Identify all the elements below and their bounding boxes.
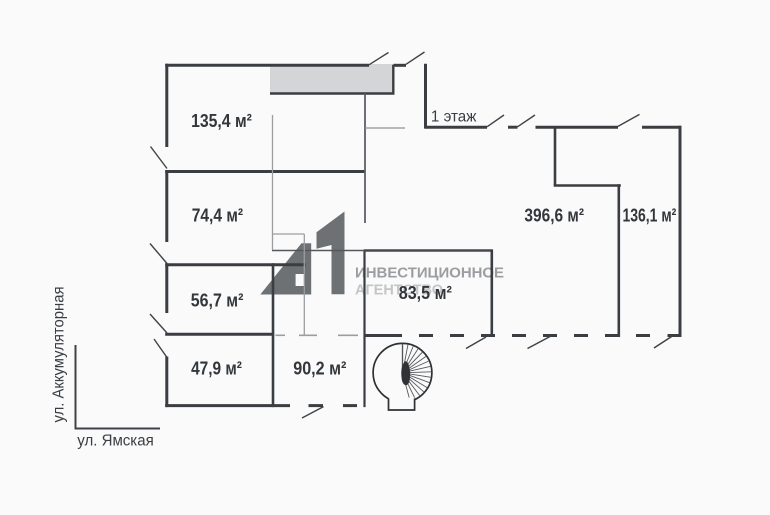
svg-text:136,1 м²: 136,1 м² xyxy=(623,206,677,226)
svg-text:1 этаж: 1 этаж xyxy=(431,108,477,125)
svg-text:ул. Ямская: ул. Ямская xyxy=(77,433,154,450)
svg-text:74,4 м²: 74,4 м² xyxy=(192,206,243,226)
svg-text:83,5 м²: 83,5 м² xyxy=(399,283,452,303)
svg-text:ИНВЕСТИЦИОННОЕ: ИНВЕСТИЦИОННОЕ xyxy=(355,265,504,282)
svg-text:90,2 м²: 90,2 м² xyxy=(293,359,346,379)
svg-text:47,9 м²: 47,9 м² xyxy=(191,358,242,378)
svg-text:ул. Аккумуляторная: ул. Аккумуляторная xyxy=(51,287,68,423)
svg-text:135,4 м²: 135,4 м² xyxy=(191,111,252,131)
svg-text:396,6 м²: 396,6 м² xyxy=(524,206,584,226)
svg-text:АГЕНТСТВО: АГЕНТСТВО xyxy=(355,282,443,299)
svg-text:56,7 м²: 56,7 м² xyxy=(191,291,244,311)
